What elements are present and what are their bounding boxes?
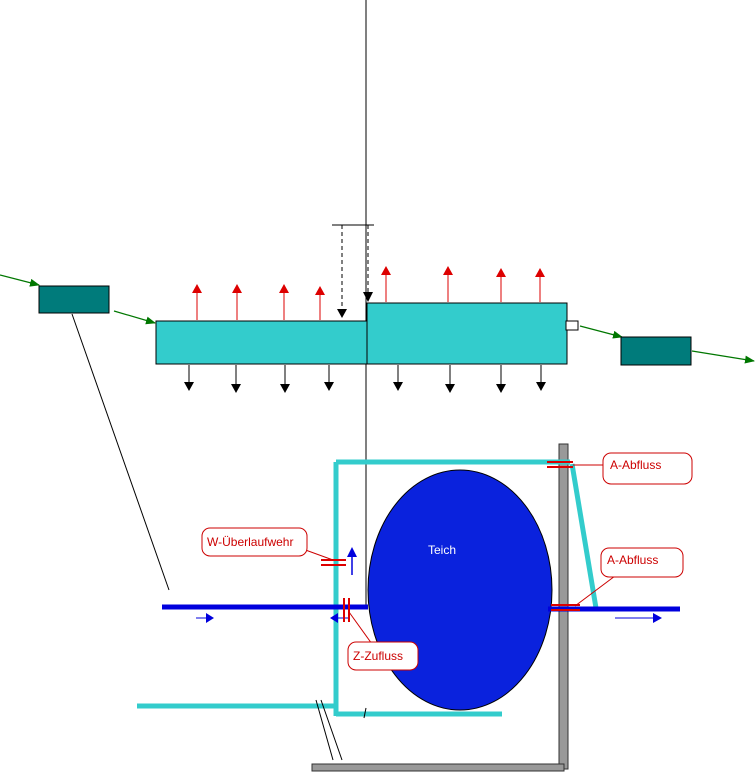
up-arrow xyxy=(232,284,242,320)
callout-overflow-weir-text: W-Überlaufwehr xyxy=(207,535,293,549)
up-arrow xyxy=(443,266,453,302)
callout-outflow-top: A-Abfluss xyxy=(573,452,693,485)
weir-valve xyxy=(321,559,346,566)
flow-arrow-left-inlet xyxy=(330,613,348,623)
up-arrow xyxy=(315,286,325,320)
inflow-valve xyxy=(343,598,350,622)
down-arrow xyxy=(536,365,546,391)
sink-box xyxy=(620,336,692,366)
up-arrow xyxy=(496,268,506,302)
ground-base xyxy=(311,763,565,772)
down-arrow xyxy=(324,365,334,391)
down-arrow xyxy=(280,365,290,393)
tank-right xyxy=(366,302,568,365)
evaporation-arrows xyxy=(192,266,545,320)
dashed-inflow-left-head xyxy=(337,309,347,318)
callout-outflow-top-text: A-Abfluss xyxy=(610,458,661,472)
callout-outflow-right-text: A-Abfluss xyxy=(607,553,658,567)
outflow-top-valve xyxy=(547,461,573,468)
leader-line xyxy=(71,313,170,591)
callout-overflow-weir: W-Überlaufwehr xyxy=(201,527,334,561)
dashed-inflow-right-head xyxy=(363,292,373,302)
source-box xyxy=(38,285,110,314)
blue-flow-arrows xyxy=(196,547,662,623)
tank-left xyxy=(155,320,368,365)
callout-outflow-right: A-Abfluss xyxy=(574,547,684,607)
up-arrow xyxy=(279,284,289,320)
flow-arrow-box-to-tank xyxy=(113,310,156,325)
down-arrow xyxy=(445,365,455,393)
up-arrow xyxy=(381,266,391,302)
flow-arrow-tank-to-box xyxy=(579,325,623,339)
flow-arrow-up-weir xyxy=(347,547,357,575)
down-arrow xyxy=(496,365,506,393)
pond xyxy=(367,469,553,711)
cyan-pipe-frame xyxy=(137,459,599,717)
pipe-break-marks xyxy=(315,699,367,761)
flow-arrow-right-outlet xyxy=(615,613,662,623)
up-arrow xyxy=(192,284,202,320)
valve-markers xyxy=(321,461,580,622)
seepage-arrows xyxy=(184,365,546,393)
callout-inflow: Z-Zufluss xyxy=(347,611,419,671)
callout-inflow-text: Z-Zufluss xyxy=(353,649,403,663)
up-arrow xyxy=(535,268,545,302)
pond-label: Teich xyxy=(428,543,456,557)
tank-outlet-port xyxy=(565,320,579,331)
down-arrow xyxy=(393,365,403,391)
down-arrow xyxy=(231,365,241,393)
flow-arrow-right-left-pipe xyxy=(196,613,214,623)
down-arrow xyxy=(184,365,194,391)
flow-arrow-out-right xyxy=(691,350,755,364)
flow-arrow-in-left xyxy=(0,274,40,287)
outflow-right-valve xyxy=(551,604,580,611)
